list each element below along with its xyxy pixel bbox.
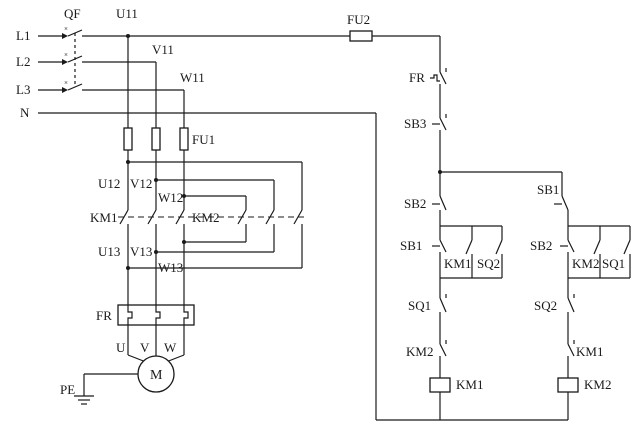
- label-u13: U13: [98, 244, 120, 259]
- motor-leads: [127, 330, 185, 363]
- label-km1-hold: KM1: [444, 256, 471, 271]
- label-n: N: [20, 105, 30, 120]
- label-sb3: SB3: [404, 116, 426, 131]
- control-circuit: [430, 68, 631, 420]
- label-sq1-right: SQ1: [602, 256, 625, 271]
- label-km2-main: KM2: [192, 210, 219, 225]
- label-fu2: FU2: [347, 12, 370, 27]
- label-w12: W12: [158, 190, 183, 205]
- label-w11: W11: [180, 70, 205, 85]
- supply-lines: [38, 33, 376, 114]
- labels: L1 L2 L3 N QF U11 V11 W11 FU1 FU2 U12 V1…: [16, 6, 625, 397]
- label-fu1: FU1: [192, 132, 215, 147]
- label-u: U: [116, 340, 126, 355]
- label-km1-main: KM1: [90, 210, 117, 225]
- label-u11: U11: [116, 6, 138, 21]
- label-km2-interlock: KM2: [406, 344, 433, 359]
- main-bus: [82, 34, 568, 421]
- label-motor: M: [150, 368, 163, 383]
- label-l2: L2: [16, 54, 30, 69]
- coil-km1: [429, 377, 451, 393]
- label-u12: U12: [98, 176, 120, 191]
- label-w: W: [164, 340, 177, 355]
- label-km1-interlock: KM1: [576, 344, 603, 359]
- label-sq2-left: SQ2: [477, 256, 500, 271]
- label-sb2-left: SB2: [404, 196, 426, 211]
- label-pe: PE: [60, 382, 75, 397]
- label-sb1-right: SB1: [537, 182, 559, 197]
- label-fr-main: FR: [96, 308, 112, 323]
- label-km1-coil: KM1: [456, 377, 483, 392]
- label-v12: V12: [130, 176, 152, 191]
- label-v11: V11: [152, 42, 174, 57]
- circuit-breaker-qf: × × ×: [64, 25, 83, 91]
- motor-feed-lines: [126, 150, 303, 210]
- label-fr-ctrl: FR: [409, 70, 425, 85]
- svg-text:×: ×: [64, 79, 68, 87]
- label-l3: L3: [16, 82, 30, 97]
- label-sb1-left: SB1: [400, 238, 422, 253]
- reversing-crossover: [126, 240, 302, 300]
- label-qf: QF: [64, 6, 81, 21]
- label-v13: V13: [130, 244, 152, 259]
- thermal-elements: [127, 300, 189, 330]
- svg-text:×: ×: [64, 25, 68, 33]
- label-w13: W13: [158, 260, 183, 275]
- main-contacts: [118, 209, 304, 300]
- label-sb2-right: SB2: [530, 238, 552, 253]
- svg-text:×: ×: [64, 51, 68, 59]
- label-km2-hold: KM2: [572, 256, 599, 271]
- label-l1: L1: [16, 28, 30, 43]
- protective-earth: [74, 373, 138, 405]
- label-v: V: [140, 340, 150, 355]
- coil-km2: [557, 377, 579, 393]
- fuses-fu1: [123, 127, 189, 151]
- label-sq2-right: SQ2: [534, 298, 557, 313]
- fuse-fu2: [349, 30, 373, 42]
- label-sq1-left: SQ1: [408, 298, 431, 313]
- label-km2-coil: KM2: [584, 377, 611, 392]
